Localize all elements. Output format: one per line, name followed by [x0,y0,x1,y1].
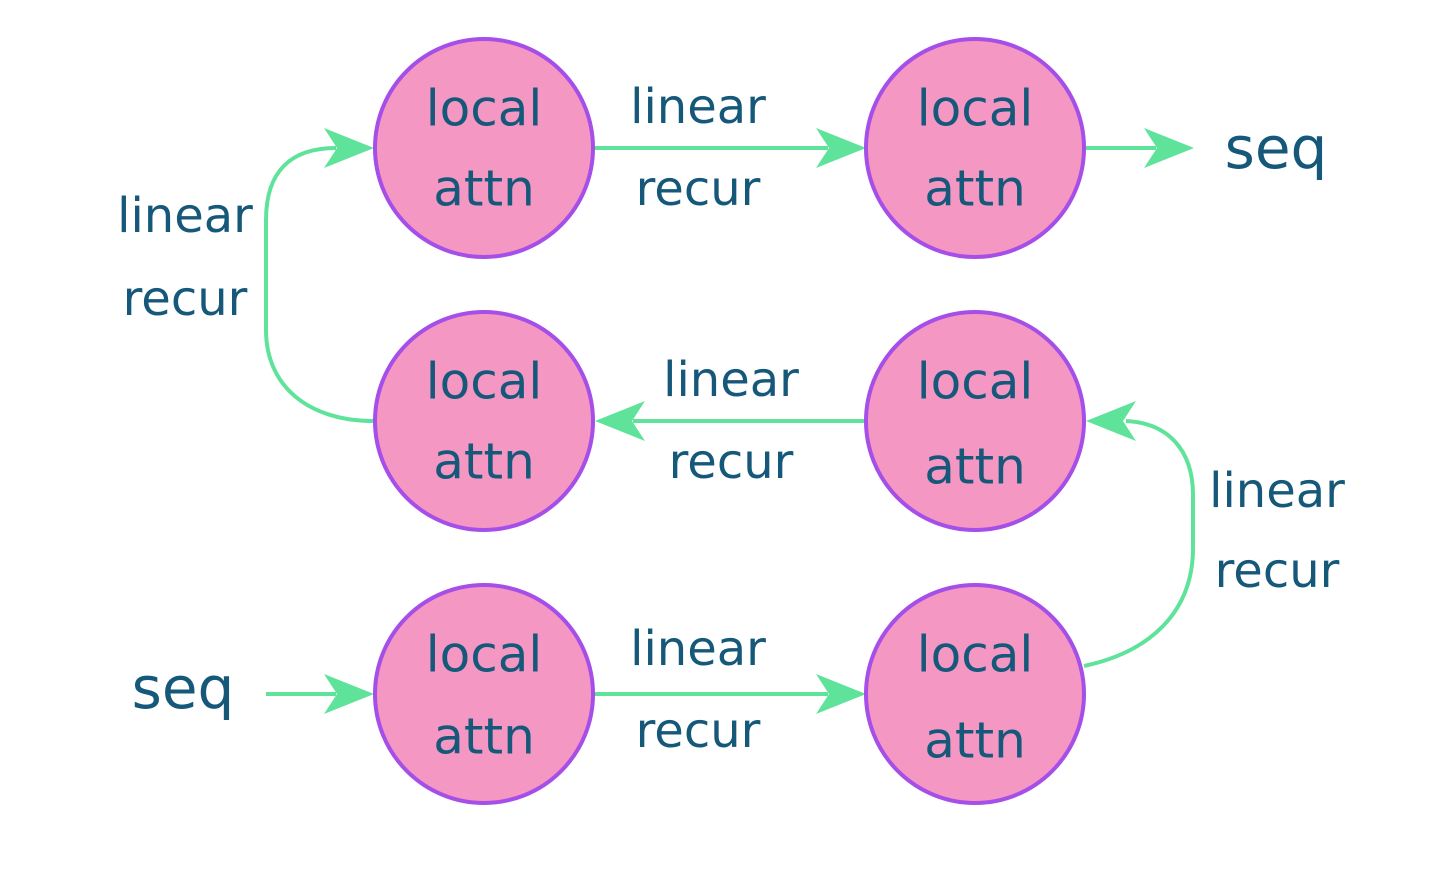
edge-label-line1: linear [663,352,799,408]
node-label-line2: attn [924,712,1026,770]
input-arrowhead [324,674,374,714]
edge-label-line1: linear [1209,463,1345,519]
node-label-line1: local [917,626,1034,684]
edge-label-bot: linear recur [630,621,766,759]
node-label-line2: attn [433,433,535,491]
node-circle [373,583,595,805]
node-bot-left: local attn [373,583,595,805]
node-mid-left: local attn [373,310,595,532]
edge-bot-arrowhead [816,674,866,714]
edge-label-left-curve: linear recur [117,188,253,327]
edge-mid-arrowhead [595,401,645,441]
edge-right-curve-arrowhead [1086,401,1136,441]
edge-top-arrowhead [816,128,866,168]
node-circle [864,37,1086,259]
node-circle [373,310,595,532]
edge-label-right-curve: linear recur [1209,463,1345,599]
node-label-line1: local [426,353,543,411]
edges [264,128,1195,714]
edge-label-line1: linear [117,188,253,244]
node-label-line2: attn [433,160,535,218]
node-top-right: local attn [864,37,1086,259]
edge-label-line1: linear [630,79,766,135]
node-label-line1: local [426,626,543,684]
edge-label-line2: recur [636,161,761,217]
edge-label-line2: recur [1215,543,1340,599]
edge-mid-left-to-top-left [264,146,375,423]
node-top-left: local attn [373,37,595,259]
node-circle [373,37,595,259]
node-label-line2: attn [924,438,1026,496]
node-circle [864,310,1086,532]
node-label-line2: attn [433,708,535,766]
node-label-line1: local [917,80,1034,138]
edge-label-line1: linear [630,621,766,677]
edge-label-line2: recur [669,434,794,490]
output-label: seq [1225,114,1328,182]
edge-label-mid: linear recur [663,352,799,490]
node-label-line1: local [426,80,543,138]
node-circle [864,583,1086,805]
node-bot-right: local attn [864,583,1086,805]
node-mid-right: local attn [864,310,1086,532]
edge-label-top: linear recur [630,79,766,217]
edge-left-curve-arrowhead [324,128,374,168]
node-label-line2: attn [924,160,1026,218]
output-arrowhead [1144,128,1194,168]
input-label: seq [132,654,235,722]
edge-label-line2: recur [123,271,248,327]
node-label-line1: local [917,353,1034,411]
edge-label-line2: recur [636,703,761,759]
edge-bot-right-to-mid-right [1083,419,1195,668]
